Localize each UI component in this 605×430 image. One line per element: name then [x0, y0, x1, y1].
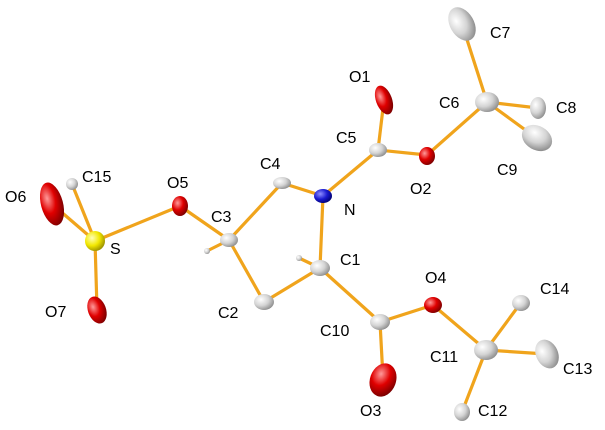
atom-c1: [310, 260, 330, 276]
label-o2: O2: [410, 181, 431, 198]
label-n: N: [344, 202, 356, 219]
atom-c9: [521, 124, 553, 152]
label-c14: C14: [540, 281, 569, 298]
label-c11: C11: [430, 349, 458, 366]
bond-c5-n: [321, 148, 380, 198]
label-c10: C10: [320, 323, 349, 340]
atom-c12: [454, 403, 470, 421]
label-o7: O7: [45, 304, 66, 321]
label-c1: C1: [340, 252, 361, 269]
atom-c13: [535, 339, 559, 369]
bond-s-c15: [70, 182, 97, 243]
atom-c7: [448, 7, 476, 41]
bond-n-c1: [318, 194, 325, 270]
atom-o7: [87, 296, 107, 324]
atom-o2: [419, 147, 435, 165]
bond-o4-c11: [431, 303, 488, 352]
atom-c11: [474, 340, 498, 360]
atom-n: [314, 189, 332, 203]
label-o1: O1: [349, 69, 370, 86]
label-c12: C12: [478, 403, 507, 420]
label-c15: C15: [82, 169, 111, 186]
atom-o4: [424, 297, 442, 313]
atom-c4: [273, 177, 291, 189]
label-s: S: [110, 241, 121, 258]
bond-c6-o2: [425, 100, 489, 157]
bond-c11-c12: [460, 348, 488, 414]
label-c2: C2: [218, 305, 239, 322]
label-o3: O3: [360, 403, 381, 420]
bond-c1-c10: [318, 266, 382, 324]
bonds: [50, 22, 548, 414]
bond-c3-c2: [227, 238, 266, 304]
label-o5: O5: [167, 175, 188, 192]
atom-s: [85, 231, 105, 251]
label-o6: O6: [5, 189, 26, 206]
atom-c8: [530, 97, 546, 119]
atom-o1: [374, 85, 394, 115]
atom-o5: [172, 196, 188, 216]
bond-c3-o5: [178, 204, 231, 242]
atom-h3: [204, 248, 210, 254]
atom-o6: [39, 182, 65, 226]
label-c4: C4: [260, 156, 281, 173]
bond-o5-s: [93, 204, 182, 243]
atoms: [39, 7, 559, 421]
label-c7: C7: [490, 25, 511, 42]
atom-c5: [369, 143, 387, 157]
atom-c14: [512, 295, 530, 311]
label-c8: C8: [556, 100, 577, 117]
label-o4: O4: [425, 270, 446, 287]
label-c3: C3: [211, 209, 232, 226]
label-c5: C5: [336, 130, 357, 147]
label-c13: C13: [563, 361, 592, 378]
atom-c3: [220, 233, 238, 247]
label-c6: C6: [439, 95, 460, 112]
atom-h1: [296, 255, 302, 261]
atom-c6: [475, 92, 499, 112]
atom-c2: [254, 294, 274, 310]
bond-c2-c1: [262, 266, 322, 304]
atom-o3: [369, 363, 397, 397]
atom-c15: [66, 178, 78, 190]
label-c9: C9: [497, 162, 518, 179]
atom-c10: [370, 314, 390, 330]
bond-c4-c3: [227, 181, 284, 242]
atom-labels: C7 O1 C6 C8 C5 C4 C9 O2 C15 O5 O6 C3 N S…: [5, 25, 592, 420]
